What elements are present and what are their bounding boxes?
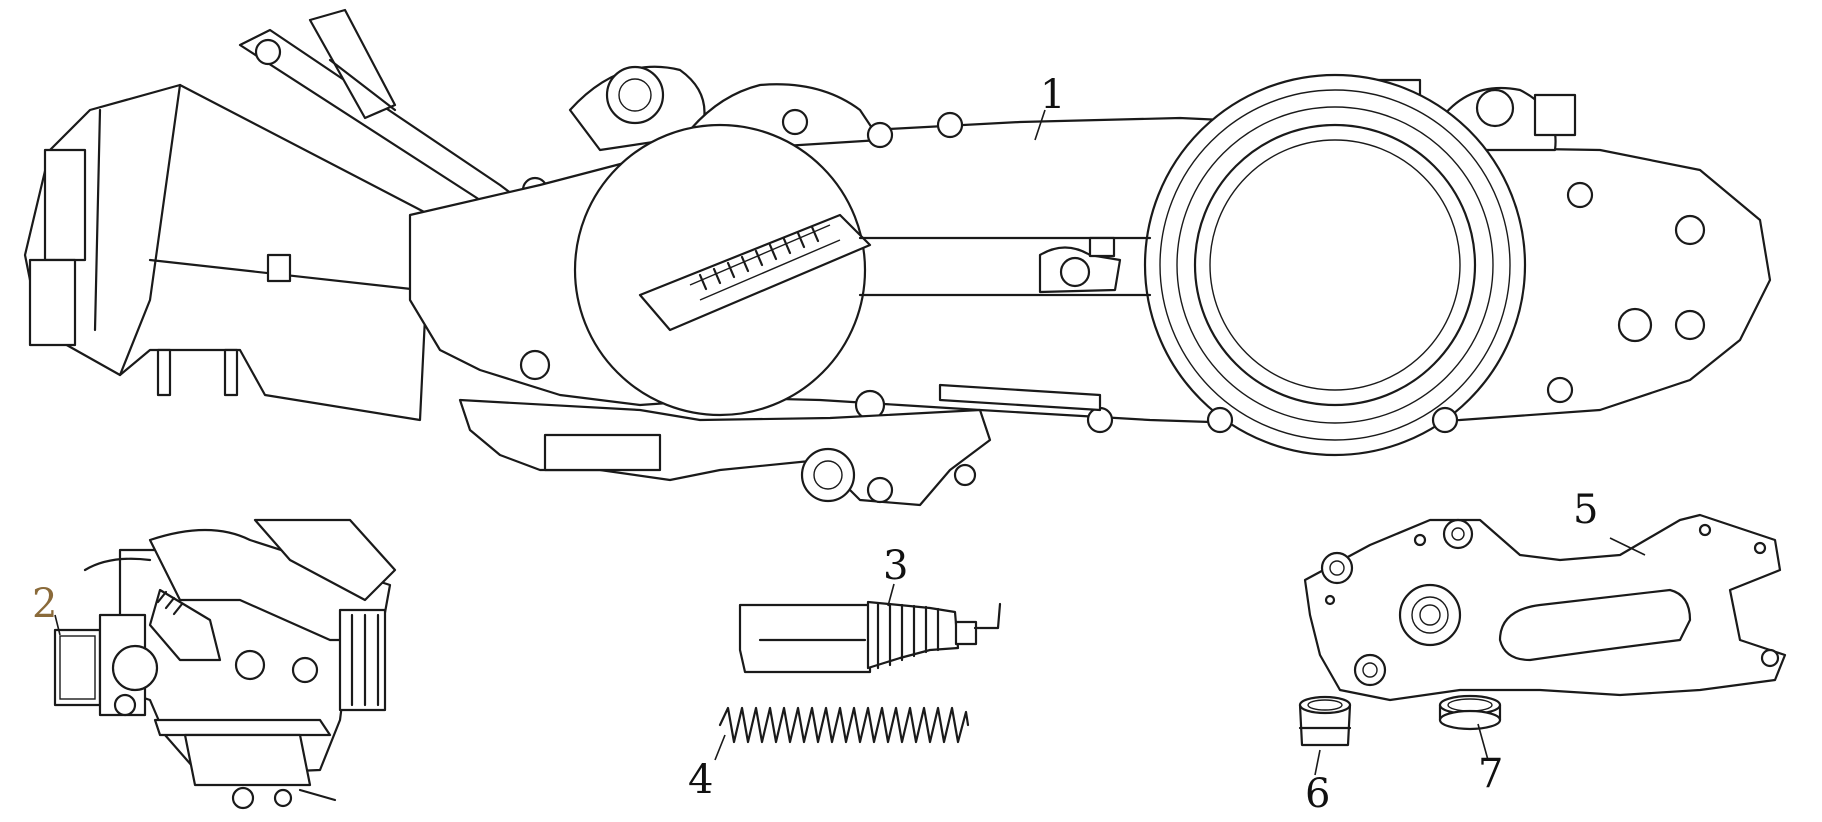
callout-4: 4: [688, 757, 713, 803]
callout-6: 6: [1305, 771, 1330, 817]
callout-2: 2: [32, 581, 57, 627]
mounting-bracket: [1303, 513, 1787, 702]
carburetor: [53, 518, 397, 810]
callout-3: 3: [883, 543, 908, 589]
engine-assembly: [23, 8, 1772, 507]
bushing: [1298, 695, 1352, 747]
callout-1: 1: [1040, 72, 1065, 118]
crankcase-cover: [408, 65, 1772, 457]
cable-fittings: [238, 8, 549, 217]
lower-crankcase: [458, 383, 1102, 507]
cable-switch: [738, 600, 1002, 674]
coil-spring: [718, 706, 970, 744]
o-ring: [1438, 694, 1502, 731]
leader-lines: [54, 109, 1646, 776]
callout-5: 5: [1573, 487, 1598, 533]
intake-housing: [23, 83, 432, 422]
callout-labels: 1 2 3 4 5 6 7: [32, 72, 1598, 817]
callout-7: 7: [1478, 751, 1503, 797]
